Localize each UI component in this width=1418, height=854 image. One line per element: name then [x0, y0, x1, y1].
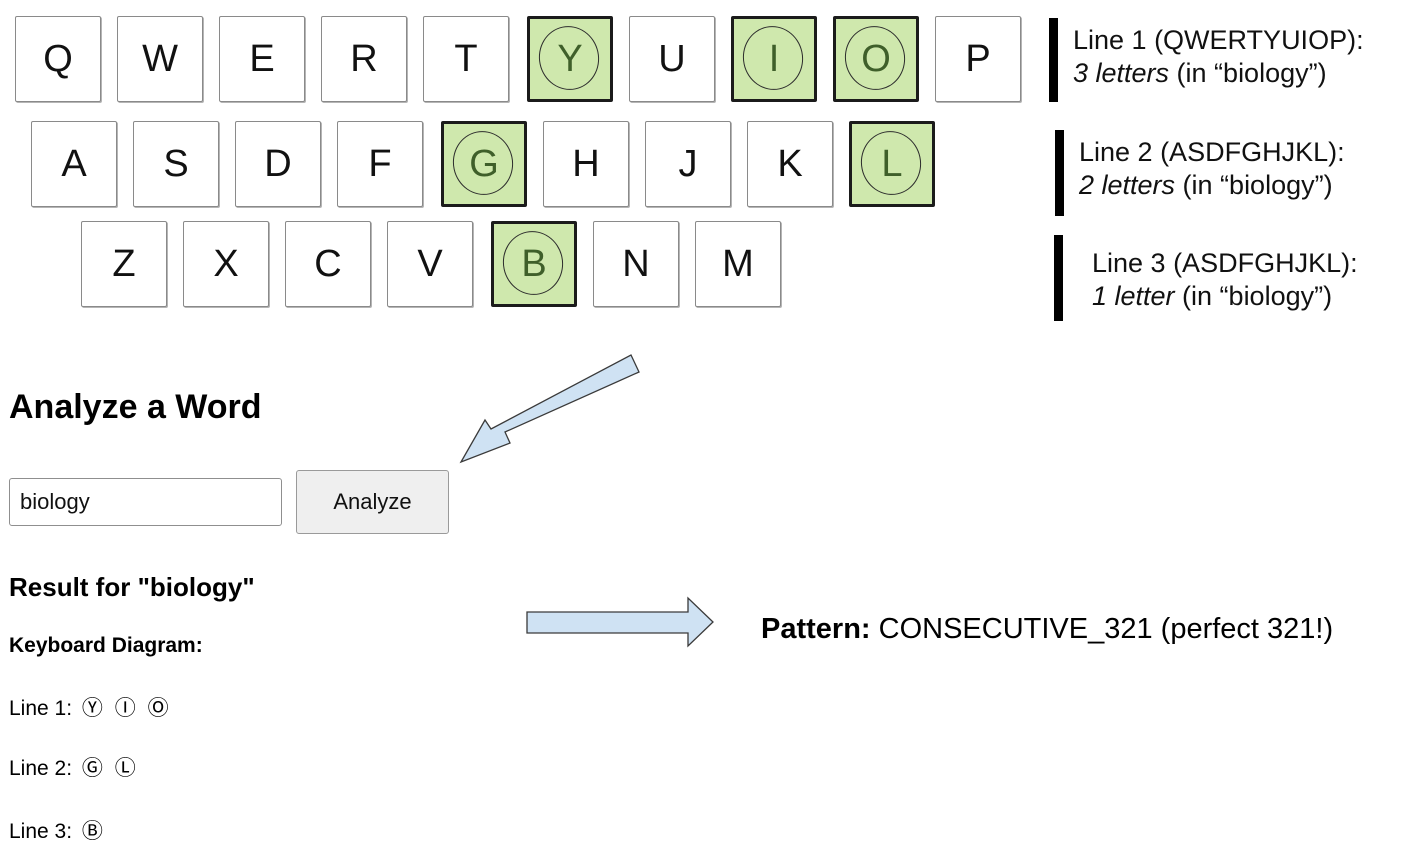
line2-note-count: 2 letters	[1079, 170, 1176, 200]
line3-note-suffix: (in “biology”)	[1174, 281, 1333, 311]
line3-note-detail: 1 letter (in “biology”)	[1092, 280, 1358, 313]
line2-note-title: Line 2 (ASDFGHJKL):	[1079, 137, 1345, 167]
line3-note-title: Line 3 (ASDFGHJKL):	[1092, 248, 1358, 278]
key-u[interactable]: U	[629, 16, 715, 102]
analyze-button[interactable]: Analyze	[296, 470, 449, 534]
line1-note-bar	[1049, 18, 1058, 102]
diagram-line-label: Line 1:	[9, 697, 73, 720]
key-z[interactable]: Z	[81, 221, 167, 307]
key-t[interactable]: T	[423, 16, 509, 102]
key-d[interactable]: D	[235, 121, 321, 207]
key-b-highlighted[interactable]: B	[491, 221, 577, 307]
key-x[interactable]: X	[183, 221, 269, 307]
result-title: Result for "biology"	[9, 572, 255, 602]
key-r[interactable]: R	[321, 16, 407, 102]
line1-note-detail: 3 letters (in “biology”)	[1073, 57, 1364, 90]
key-c[interactable]: C	[285, 221, 371, 307]
key-v[interactable]: V	[387, 221, 473, 307]
key-j[interactable]: J	[645, 121, 731, 207]
key-m[interactable]: M	[695, 221, 781, 307]
page-heading: Analyze a Word	[9, 388, 262, 426]
line3-note-bar	[1054, 235, 1063, 321]
diagonal-arrow-icon	[459, 354, 640, 464]
key-q[interactable]: Q	[15, 16, 101, 102]
key-h[interactable]: H	[543, 121, 629, 207]
circled-letters: Ⓖ Ⓛ	[81, 757, 139, 780]
circled-letters: Ⓨ Ⓘ Ⓞ	[81, 697, 172, 720]
line3-note-count: 1 letter	[1092, 281, 1175, 311]
key-o-highlighted[interactable]: O	[833, 16, 919, 102]
line1-note: Line 1 (QWERTYUIOP): 3 letters (in “biol…	[1073, 24, 1364, 90]
circled-letters: Ⓑ	[81, 820, 106, 843]
diagram-line-3: Line 3: Ⓑ	[9, 815, 106, 845]
line2-note: Line 2 (ASDFGHJKL): 2 letters (in “biolo…	[1079, 136, 1345, 202]
line2-note-bar	[1055, 130, 1064, 216]
key-a[interactable]: A	[31, 121, 117, 207]
diagram-line-label: Line 2:	[9, 757, 73, 780]
key-i-highlighted[interactable]: I	[731, 16, 817, 102]
diagram-line-2: Line 2: Ⓖ Ⓛ	[9, 752, 139, 782]
diagram-line-label: Line 3:	[9, 820, 73, 843]
key-y-highlighted[interactable]: Y	[527, 16, 613, 102]
pattern-label: Pattern:	[761, 613, 871, 645]
right-arrow-icon	[526, 596, 714, 648]
keyboard-diagram-title: Keyboard Diagram:	[9, 634, 203, 657]
key-f[interactable]: F	[337, 121, 423, 207]
pattern-result: Pattern: CONSECUTIVE_321 (perfect 321!)	[761, 613, 1333, 646]
line1-note-count: 3 letters	[1073, 58, 1170, 88]
key-k[interactable]: K	[747, 121, 833, 207]
word-input[interactable]	[9, 478, 282, 526]
line2-note-suffix: (in “biology”)	[1175, 170, 1333, 200]
key-g-highlighted[interactable]: G	[441, 121, 527, 207]
diagram-line-1: Line 1: Ⓨ Ⓘ Ⓞ	[9, 692, 172, 722]
key-n[interactable]: N	[593, 221, 679, 307]
key-s[interactable]: S	[133, 121, 219, 207]
key-l-highlighted[interactable]: L	[849, 121, 935, 207]
key-p[interactable]: P	[935, 16, 1021, 102]
pattern-value: CONSECUTIVE_321 (perfect 321!)	[870, 613, 1334, 645]
key-w[interactable]: W	[117, 16, 203, 102]
key-e[interactable]: E	[219, 16, 305, 102]
line1-note-suffix: (in “biology”)	[1169, 58, 1327, 88]
line3-note: Line 3 (ASDFGHJKL): 1 letter (in “biolog…	[1092, 247, 1358, 313]
line1-note-title: Line 1 (QWERTYUIOP):	[1073, 25, 1364, 55]
line2-note-detail: 2 letters (in “biology”)	[1079, 169, 1345, 202]
